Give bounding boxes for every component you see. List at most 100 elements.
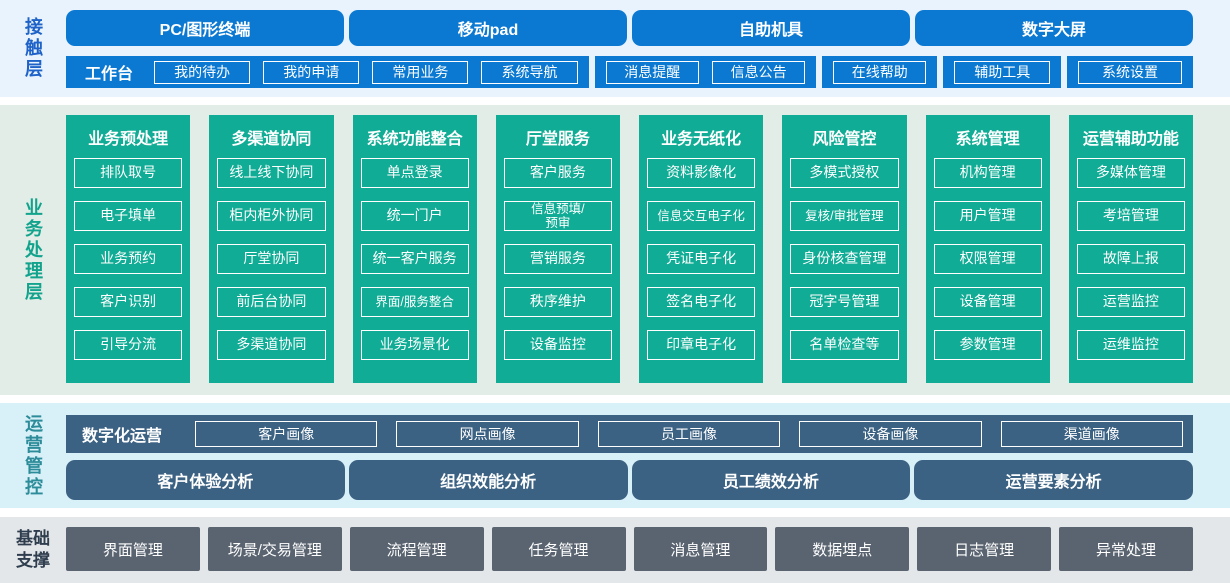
foundation-box: 异常处理 xyxy=(1059,527,1193,571)
column-items: 排队取号电子填单业务预约客户识别引导分流 xyxy=(66,158,190,383)
function-box: 印章电子化 xyxy=(647,330,756,360)
business-layer-label: 业务处理层 xyxy=(23,197,43,303)
device-channel-box: 移动pad xyxy=(349,10,627,46)
column-title: 运营辅助功能 xyxy=(1082,130,1179,148)
function-box: 秩序维护 xyxy=(503,287,612,317)
column-title: 业务预处理 xyxy=(88,130,169,148)
workbench-segment: 消息提醒信息公告 xyxy=(594,56,817,88)
function-box: 考培管理 xyxy=(1076,201,1185,231)
function-box: 设备监控 xyxy=(503,330,612,360)
workbench-segment: 辅助工具 xyxy=(943,56,1062,88)
workbench-item: 我的申请 xyxy=(263,60,360,84)
workbench-item: 系统设置 xyxy=(1078,60,1182,84)
column-items: 多模式授权复核/审批管理身份核查管理冠字号管理名单检查等 xyxy=(782,158,906,383)
workbench-item: 辅助工具 xyxy=(954,60,1051,84)
function-box: 引导分流 xyxy=(74,330,183,360)
foundation-box: 界面管理 xyxy=(66,527,200,571)
workbench-item: 系统导航 xyxy=(481,60,578,84)
workbench-segment: 工作台 我的待办我的申请常用业务系统导航 xyxy=(66,56,589,88)
column-title: 厅堂服务 xyxy=(525,130,590,148)
column-items: 多媒体管理考培管理故障上报运营监控运维监控 xyxy=(1069,158,1193,383)
function-box: 故障上报 xyxy=(1076,244,1185,274)
function-box: 名单检查等 xyxy=(790,330,899,360)
function-box: 统一客户服务 xyxy=(360,244,469,274)
workbench-label: 工作台 xyxy=(85,66,134,83)
foundation-box: 流程管理 xyxy=(349,527,484,571)
function-box: 前后台协同 xyxy=(217,287,326,317)
function-box: 业务场景化 xyxy=(360,330,469,360)
device-channel-box: PC/图形终端 xyxy=(66,10,344,46)
digital-operations-bar: 数字化运营 客户画像网点画像员工画像设备画像渠道画像 xyxy=(66,415,1193,453)
workbench-item: 我的待办 xyxy=(154,60,251,84)
digital-operations-label: 数字化运营 xyxy=(82,428,163,445)
function-box: 多渠道协同 xyxy=(217,330,326,360)
analysis-box: 员工绩效分析 xyxy=(631,460,911,500)
foundation-box: 日志管理 xyxy=(917,527,1052,571)
profile-box: 客户画像 xyxy=(195,421,378,447)
column-title: 风险管控 xyxy=(812,130,877,148)
operations-layer-gutter: 运营管控 xyxy=(0,403,66,508)
foundation-box: 消息管理 xyxy=(633,527,768,571)
function-box: 身份核查管理 xyxy=(790,244,899,274)
workbench-item: 在线帮助 xyxy=(833,60,927,84)
business-column: 厅堂服务 客户服务信息预填/ 预审营销服务秩序维护设备监控 xyxy=(495,115,620,383)
analysis-box: 客户体验分析 xyxy=(66,460,345,500)
device-channel-box: 数字大屏 xyxy=(915,10,1193,46)
column-title: 系统管理 xyxy=(955,130,1020,148)
business-column: 风险管控 多模式授权复核/审批管理身份核查管理冠字号管理名单检查等 xyxy=(782,115,907,383)
workbench-item: 常用业务 xyxy=(372,60,469,84)
function-box: 单点登录 xyxy=(360,158,469,188)
function-box: 多模式授权 xyxy=(790,158,899,188)
business-column: 运营辅助功能 多媒体管理考培管理故障上报运营监控运维监控 xyxy=(1068,115,1193,383)
workbench-row: 工作台 我的待办我的申请常用业务系统导航 消息提醒信息公告 在线帮助 辅助工具 … xyxy=(66,56,1193,88)
business-columns: 业务预处理 排队取号电子填单业务预约客户识别引导分流 多渠道协同 线上线下协同柜… xyxy=(66,105,1230,395)
function-box: 信息预填/ 预审 xyxy=(503,201,612,231)
function-box: 排队取号 xyxy=(74,158,183,188)
business-column: 系统功能整合 单点登录统一门户统一客户服务界面/服务整合业务场景化 xyxy=(352,115,477,383)
function-box: 机构管理 xyxy=(933,158,1042,188)
column-items: 资料影像化信息交互电子化凭证电子化签名电子化印章电子化 xyxy=(639,158,763,383)
function-box: 业务预约 xyxy=(74,244,183,274)
foundation-layer-label: 基础支撑 xyxy=(16,528,50,570)
column-items: 单点登录统一门户统一客户服务界面/服务整合业务场景化 xyxy=(353,158,477,383)
function-box: 签名电子化 xyxy=(647,287,756,317)
function-box: 信息交互电子化 xyxy=(647,201,756,231)
column-title: 系统功能整合 xyxy=(366,130,463,148)
function-box: 运维监控 xyxy=(1076,330,1185,360)
column-items: 线上线下协同柜内柜外协同厅堂协同前后台协同多渠道协同 xyxy=(209,158,333,383)
profile-box: 渠道画像 xyxy=(1000,421,1183,447)
function-box: 资料影像化 xyxy=(647,158,756,188)
foundation-boxes: 界面管理场景/交易管理流程管理任务管理消息管理数据埋点日志管理异常处理 xyxy=(66,517,1230,583)
column-title: 业务无纸化 xyxy=(661,130,742,148)
column-items: 机构管理用户管理权限管理设备管理参数管理 xyxy=(926,158,1050,383)
function-box: 权限管理 xyxy=(933,244,1042,274)
function-box: 用户管理 xyxy=(933,201,1042,231)
foundation-box: 任务管理 xyxy=(491,527,626,571)
function-box: 参数管理 xyxy=(933,330,1042,360)
profile-box: 网点画像 xyxy=(396,421,579,447)
business-column: 业务无纸化 资料影像化信息交互电子化凭证电子化签名电子化印章电子化 xyxy=(639,115,764,383)
operations-layer-label: 运营管控 xyxy=(23,413,43,498)
function-box: 柜内柜外协同 xyxy=(217,201,326,231)
column-title: 多渠道协同 xyxy=(231,130,312,148)
touch-layer-label: 接触层 xyxy=(23,17,43,80)
function-box: 营销服务 xyxy=(503,244,612,274)
business-column: 系统管理 机构管理用户管理权限管理设备管理参数管理 xyxy=(925,115,1050,383)
function-box: 复核/审批管理 xyxy=(790,201,899,231)
workbench-item: 消息提醒 xyxy=(605,60,699,84)
device-channel-box: 自助机具 xyxy=(632,10,910,46)
analysis-box: 运营要素分析 xyxy=(914,460,1193,500)
operations-content: 数字化运营 客户画像网点画像员工画像设备画像渠道画像 客户体验分析组织效能分析员… xyxy=(66,403,1230,508)
workbench-segment: 在线帮助 xyxy=(822,56,938,88)
touch-layer-gutter: 接触层 xyxy=(0,0,66,97)
analysis-box: 组织效能分析 xyxy=(348,460,628,500)
business-layer-gutter: 业务处理层 xyxy=(0,105,66,395)
workbench-item: 信息公告 xyxy=(711,60,806,84)
workbench-segment: 系统设置 xyxy=(1067,56,1193,88)
foundation-layer-gutter: 基础支撑 xyxy=(0,517,66,583)
function-box: 电子填单 xyxy=(74,201,183,231)
